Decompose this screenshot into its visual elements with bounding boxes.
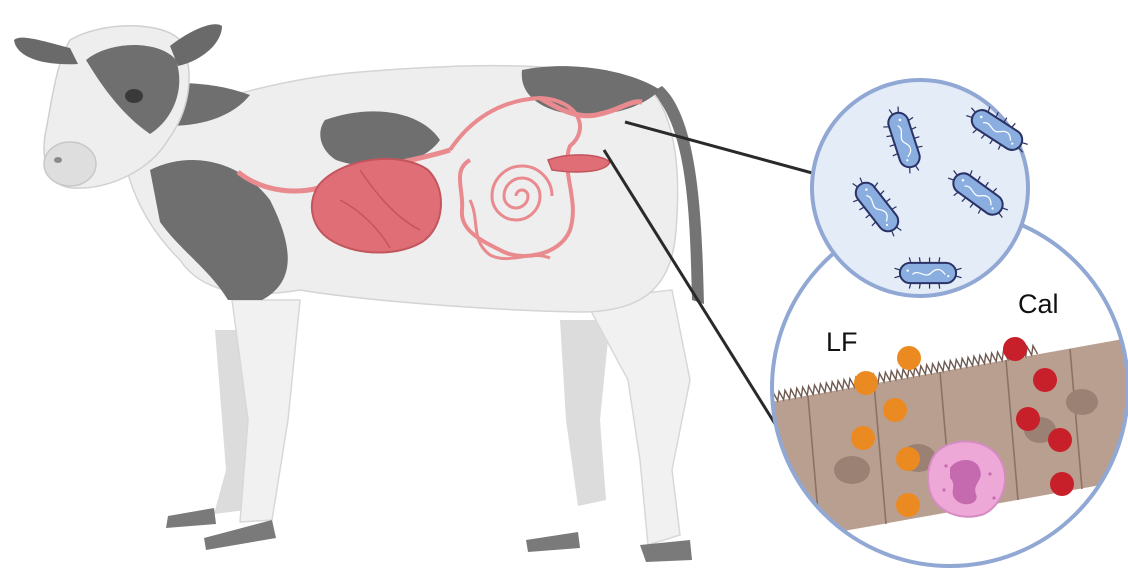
lactoferrin-dot xyxy=(883,398,907,422)
lactoferrin-dot xyxy=(854,371,878,395)
stomach xyxy=(312,159,441,253)
calprotectin-dot xyxy=(1033,368,1057,392)
calf-hoof xyxy=(166,508,216,528)
calprotectin-dot xyxy=(1050,472,1074,496)
lactoferrin-dot xyxy=(896,493,920,517)
calf-ear-right xyxy=(170,24,222,66)
cecum xyxy=(548,155,610,172)
calf-hoof xyxy=(204,520,276,550)
calf-near-hindleg xyxy=(585,290,690,545)
label-calprotectin: Cal xyxy=(1018,289,1059,319)
calprotectin-dot xyxy=(1016,407,1040,431)
lactoferrin-dot xyxy=(851,426,875,450)
calf-illustration xyxy=(14,24,704,562)
calf-hoof xyxy=(526,532,580,552)
calf-muzzle xyxy=(44,142,96,186)
calf-far-hindleg xyxy=(560,320,610,506)
label-lactoferrin: LF xyxy=(826,327,858,357)
calprotectin-dot xyxy=(1048,428,1072,452)
neutrophil-icon xyxy=(928,441,1005,516)
lactoferrin-dot xyxy=(896,447,920,471)
calprotectin-dot xyxy=(1003,337,1027,361)
calf-eye xyxy=(125,89,143,103)
lactoferrin-dot xyxy=(897,346,921,370)
